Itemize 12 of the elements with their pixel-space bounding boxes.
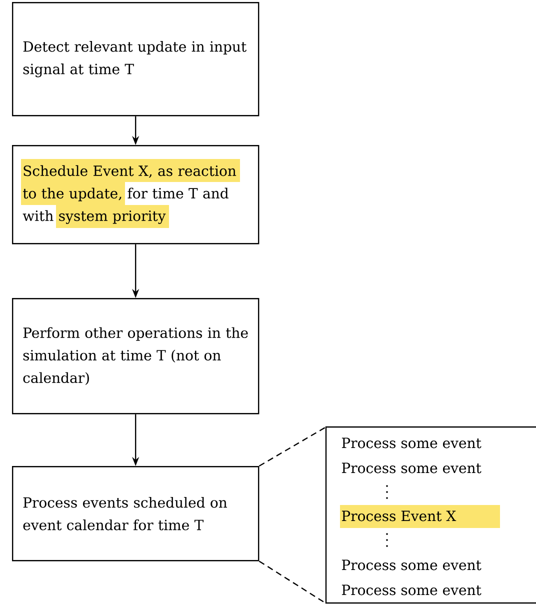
process-box: Schedule Event X, as reaction to the update, for time T and with system priority <box>12 145 260 244</box>
process-box: Perform other operations in the simulation at time T (not on calendar) <box>12 298 260 414</box>
list-item: Process some event <box>342 438 482 448</box>
list-item: Process some event <box>342 462 482 474</box>
process-box: Process events scheduled on event calendar for time T <box>12 466 260 562</box>
list-item: Process some event <box>342 560 482 570</box>
list-item: Process some event <box>342 584 482 596</box>
zoom-line <box>258 426 326 467</box>
process-box: Detect relevant update in input signal at time T <box>12 2 260 116</box>
zoom-line <box>258 560 326 604</box>
event-list-panel <box>325 426 536 604</box>
list-item: Process Event X <box>340 505 500 528</box>
